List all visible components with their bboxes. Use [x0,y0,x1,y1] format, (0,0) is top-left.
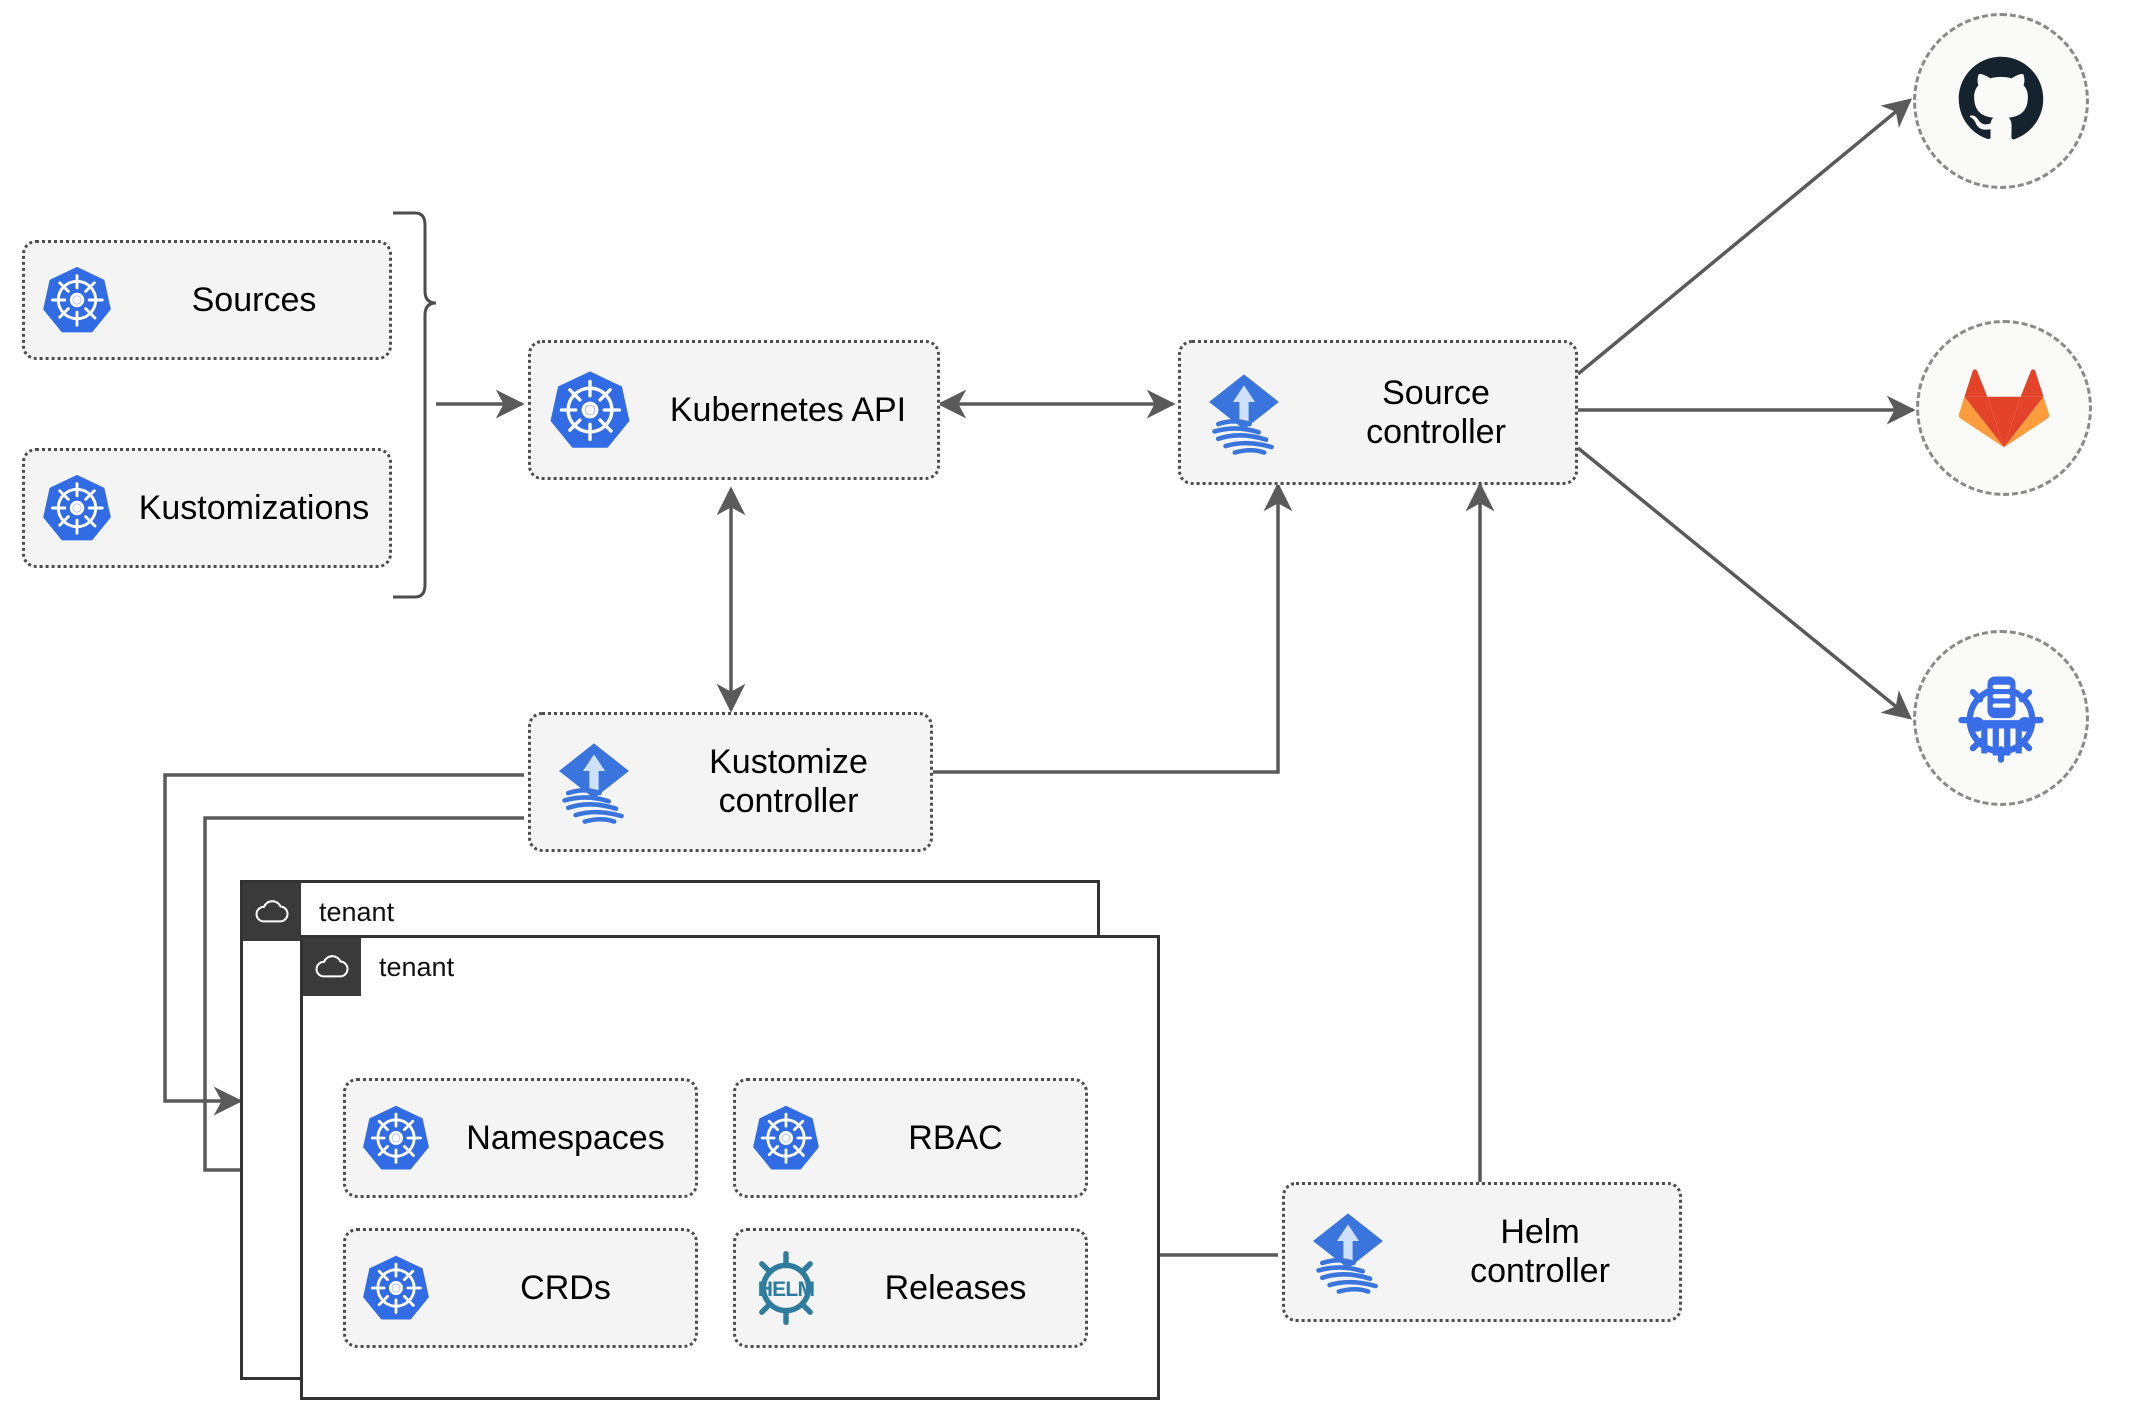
tenant-front-title: tenant [379,951,455,982]
kubernetes-icon [346,1253,446,1323]
node-releases[interactable]: HELM Releases [733,1228,1088,1348]
resources-bracket [393,211,437,599]
kubernetes-icon [531,368,649,452]
kubernetes-icon [346,1103,446,1173]
edge-source-controller-to-github [1576,98,1913,376]
node-kustomizations-label: Kustomizations [138,488,370,527]
node-helm-controller[interactable]: Helm controller [1282,1182,1682,1322]
kubernetes-icon [736,1103,836,1173]
node-kubernetes-api-label: Kubernetes API [669,390,907,429]
kubernetes-icon [25,264,129,336]
tenant-back-header: tenant [243,883,394,941]
node-kustomize-controller[interactable]: Kustomize controller [528,712,933,852]
node-releases-label: Releases [884,1268,1027,1307]
node-crds[interactable]: CRDs [343,1228,698,1348]
tenant-back-title: tenant [319,896,395,927]
node-gitlab[interactable] [1916,320,2092,496]
edge-kustomize-to-source-controller [933,482,1293,774]
node-kustomizations[interactable]: Kustomizations [22,448,392,568]
node-kustomize-controller-label: Kustomize controller [709,743,868,820]
node-sources-label: Sources [191,280,317,319]
node-namespaces[interactable]: Namespaces [343,1078,698,1198]
cloud-icon [303,938,361,996]
kubernetes-icon [25,472,129,544]
flux-icon [1181,367,1307,459]
node-source-controller[interactable]: Source controller [1178,340,1578,485]
node-kubernetes-api[interactable]: Kubernetes API [528,340,940,480]
github-icon [1953,51,2049,152]
flux-icon [531,736,657,828]
bucket-icon [1949,664,2053,773]
node-source-controller-label: Source controller [1366,373,1506,451]
gitlab-icon [1958,362,2050,455]
cloud-icon [243,883,301,941]
svg-text:HELM: HELM [758,1278,815,1301]
node-sources[interactable]: Sources [22,240,392,360]
node-helm-controller-label: Helm controller [1470,1213,1610,1290]
edge-source-controller-to-bucket [1576,446,1913,720]
node-bucket[interactable] [1913,630,2089,806]
helm-icon: HELM [736,1249,836,1327]
node-rbac[interactable]: RBAC [733,1078,1088,1198]
node-rbac-label: RBAC [908,1118,1003,1157]
node-crds-label: CRDs [520,1268,611,1307]
tenant-front-header: tenant [303,938,454,996]
tenant-container-front[interactable]: tenant Namespaces [300,935,1160,1400]
flux-icon [1285,1206,1411,1298]
node-github[interactable] [1913,13,2089,189]
node-namespaces-label: Namespaces [466,1118,665,1157]
